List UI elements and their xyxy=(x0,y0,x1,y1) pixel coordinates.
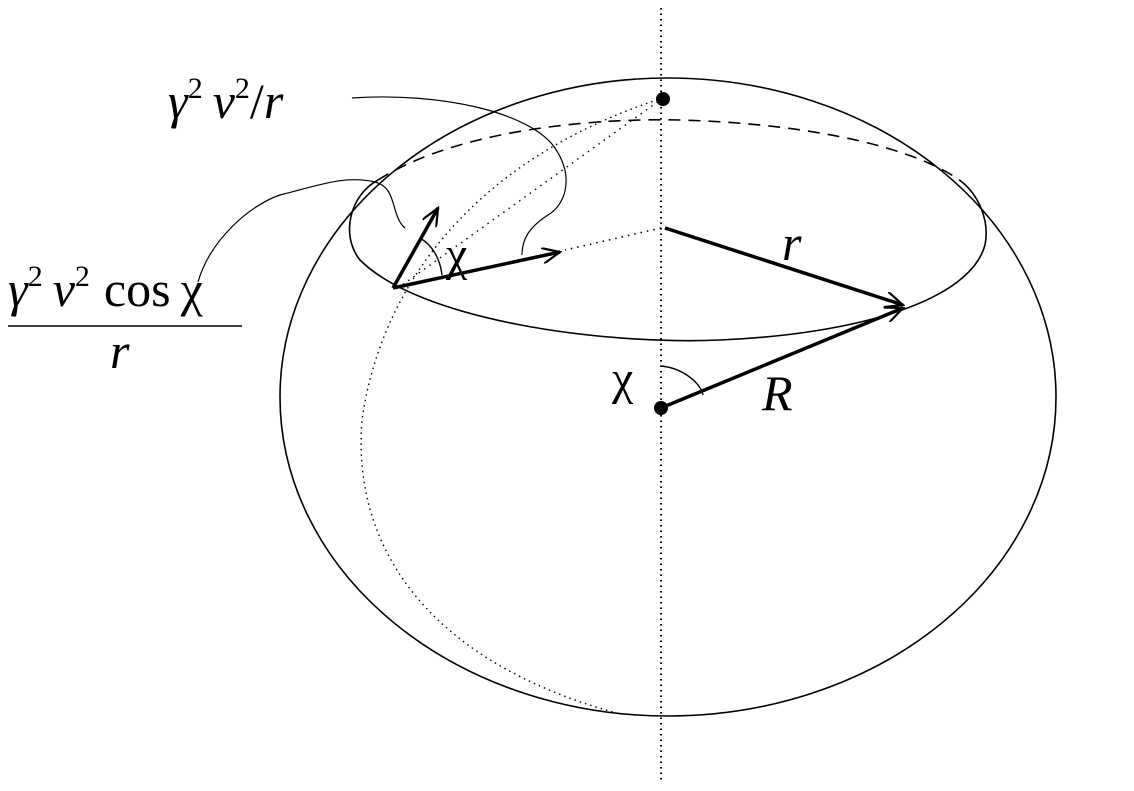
centripetal-arrow xyxy=(392,252,560,290)
chi-symbol: χ xyxy=(180,261,203,317)
meridian-dotted xyxy=(360,97,664,715)
north-pole-point xyxy=(656,92,670,106)
small-radius-label: r xyxy=(782,215,802,271)
component-arrow xyxy=(391,208,440,289)
radius-symbol: r xyxy=(264,73,284,129)
division-slash: / xyxy=(250,73,264,129)
exponent: 2 xyxy=(188,72,203,105)
center-angle-arc xyxy=(660,365,704,396)
sphere-outline xyxy=(279,77,1057,717)
exponent: 2 xyxy=(28,260,43,293)
exponent: 2 xyxy=(75,260,90,293)
small-radius-arrow xyxy=(664,226,903,305)
leader-line-component xyxy=(197,179,406,283)
gamma-symbol: γ xyxy=(8,261,29,317)
component-denominator: r xyxy=(110,323,130,379)
leader-line-centripetal xyxy=(351,96,567,256)
gamma-symbol: γ xyxy=(168,73,189,129)
latitude-circle-back xyxy=(377,118,963,183)
exponent: 2 xyxy=(235,72,250,105)
center-angle-label: χ xyxy=(611,352,634,405)
velocity-symbol: v xyxy=(213,73,236,129)
latitude-circle-front xyxy=(348,179,987,342)
radius-guide-dotted xyxy=(564,227,662,251)
velocity-symbol: v xyxy=(53,261,76,317)
top-angle-label: χ xyxy=(445,228,468,281)
top-angle-arc xyxy=(419,237,443,276)
cosine-function: cos xyxy=(104,261,171,317)
big-radius-label: R xyxy=(761,365,793,421)
pole-guide-dotted xyxy=(397,97,664,289)
